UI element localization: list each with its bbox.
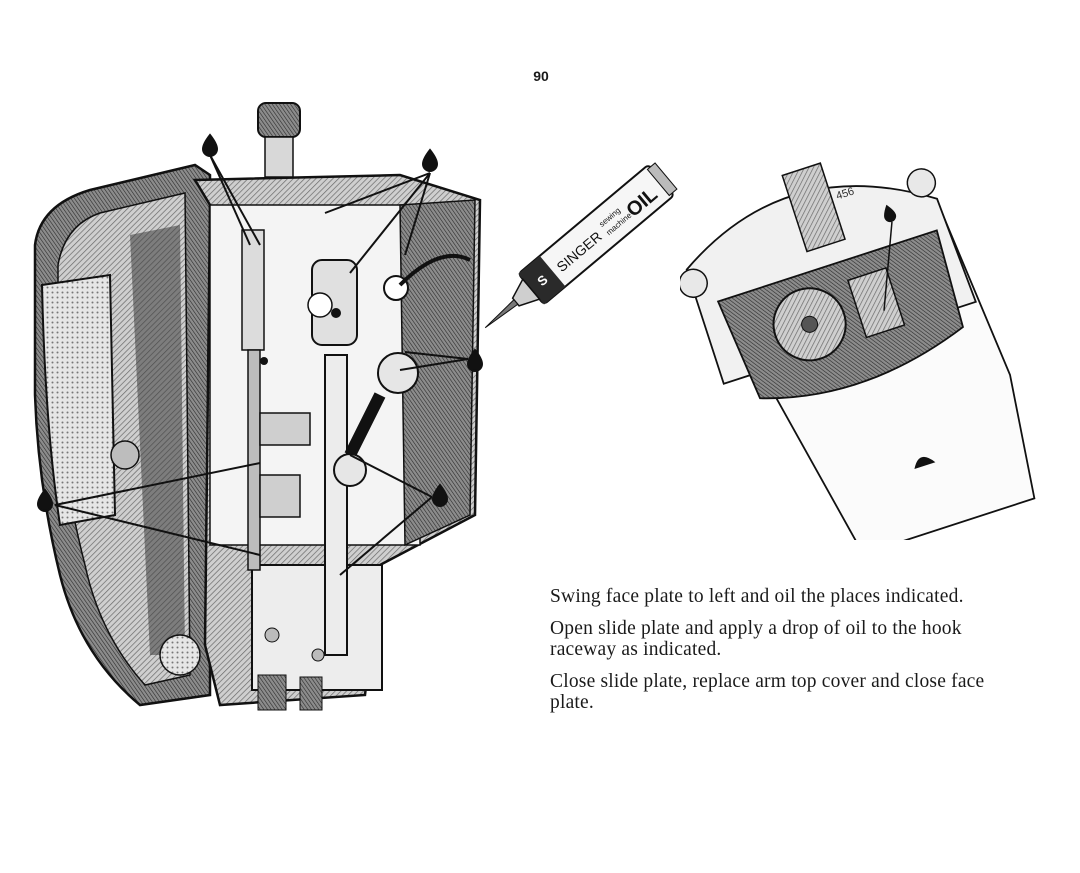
hook-raceway-illustration: 456 [680, 162, 1036, 540]
face-plate [33, 163, 212, 707]
instruction-1: Swing face plate to left and oil the pla… [550, 586, 964, 607]
part-number-stamp: 456 [835, 185, 856, 202]
instruction-3: Close slide plate, replace arm top cover… [550, 671, 985, 713]
presser-bar-mechanism [241, 102, 471, 656]
page-number: 90 [533, 68, 549, 84]
oil-tube-illustration: S SINGER sewing machine OIL [484, 162, 678, 329]
oil-drop-indicator [884, 204, 897, 223]
sewing-machine-head-illustration [33, 102, 484, 711]
instruction-2: Open slide plate and apply a drop of oil… [550, 618, 962, 660]
oil-points [36, 133, 484, 576]
oiling-instructions: Swing face plate to left and oil the pla… [550, 586, 1020, 724]
